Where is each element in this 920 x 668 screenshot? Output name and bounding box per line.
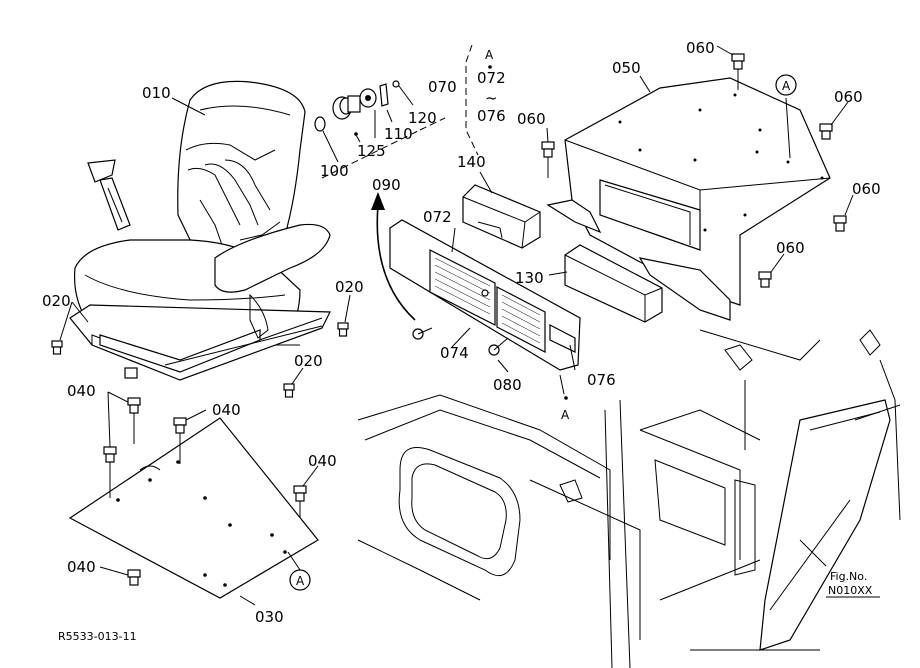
cover-panel-050: [546, 77, 831, 321]
figure-id: R5533-013-11: [58, 630, 137, 643]
floor-plate: [68, 417, 319, 599]
callout-090: 090: [372, 176, 401, 194]
bolts-040: [103, 397, 307, 586]
callout-040-d: 040: [67, 558, 96, 576]
callout-050: 050: [612, 59, 641, 77]
ref-tilde: ~: [485, 89, 498, 107]
callout-100: 100: [320, 162, 349, 180]
fig-no-value: N010XX: [828, 584, 873, 597]
ref-a-top: A: [485, 48, 494, 62]
callout-040-c: 040: [308, 452, 337, 470]
foam-blocks: [462, 184, 663, 323]
callout-020-bottom: 020: [294, 352, 323, 370]
ref-a-circle-plate: A: [296, 574, 305, 588]
cab-body: [357, 329, 901, 668]
callout-030: 030: [255, 608, 284, 626]
callout-060-top: 060: [686, 39, 715, 57]
callout-020-left: 020: [42, 292, 71, 310]
ref-a-circle-panel-ring: [775, 74, 797, 96]
fig-no-label: Fig.No.: [830, 570, 867, 583]
leader-lines: [59, 45, 854, 606]
callout-072-group: 072: [477, 69, 506, 87]
ref-a-circle-plate-ring: [289, 569, 311, 591]
callout-140: 140: [457, 153, 486, 171]
callout-060-right: 060: [852, 180, 881, 198]
seat-assembly: [69, 80, 331, 381]
callout-125: 125: [357, 142, 386, 160]
callout-060-left: 060: [517, 110, 546, 128]
callout-076-group: 076: [477, 107, 506, 125]
group-bracket: [465, 44, 479, 156]
callout-110: 110: [384, 125, 413, 143]
callout-040-a: 040: [67, 382, 96, 400]
vent-hatching: [434, 257, 541, 344]
callout-040-b: 040: [212, 401, 241, 419]
callout-060-right-top: 060: [834, 88, 863, 106]
bolts-060: [541, 53, 847, 288]
ref-a-bottom: A: [561, 408, 570, 422]
switch-parts: [314, 80, 446, 179]
ref-a-circle-panel: A: [782, 79, 791, 93]
callout-076: 076: [587, 371, 616, 389]
callout-074: 074: [440, 344, 469, 362]
callout-130: 130: [515, 269, 544, 287]
callout-080: 080: [493, 376, 522, 394]
callout-060-bottom: 060: [776, 239, 805, 257]
bolts-020: [51, 322, 349, 398]
callout-020-right: 020: [335, 278, 364, 296]
callout-010: 010: [142, 84, 171, 102]
callout-070: 070: [428, 78, 457, 96]
callout-120: 120: [408, 109, 437, 127]
assembly-arrow: [371, 192, 416, 321]
callout-072: 072: [423, 208, 452, 226]
vent-panel: [389, 219, 581, 371]
reference-marks: A ~ A A A: [289, 48, 797, 591]
callout-labels: 010 020 020 020 040 040 040 040 030 050 …: [42, 39, 881, 626]
